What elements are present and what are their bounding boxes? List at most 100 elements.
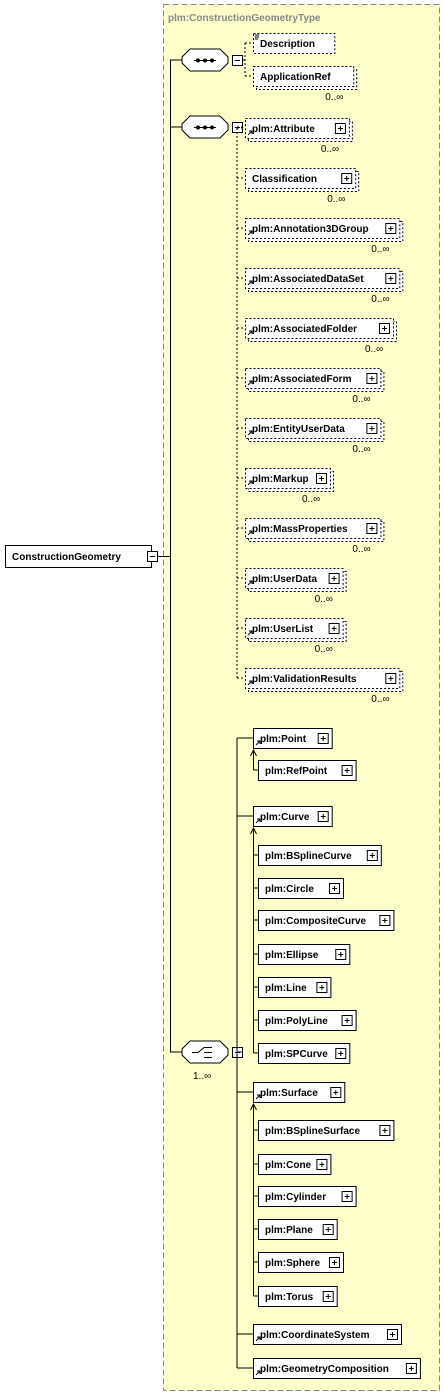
expand-icon[interactable]: [366, 423, 378, 434]
expand-icon[interactable]: [405, 1363, 417, 1374]
element-plm-coordinatesystem[interactable]: plm:CoordinateSystem: [253, 1324, 402, 1345]
expand-icon[interactable]: [322, 1224, 334, 1235]
element-box[interactable]: [258, 1154, 332, 1175]
element-box[interactable]: [253, 1324, 402, 1345]
expand-icon[interactable]: [366, 523, 378, 534]
element-box[interactable]: [245, 218, 401, 239]
element-box[interactable]: [253, 1082, 346, 1103]
expand-icon[interactable]: [341, 1191, 353, 1202]
element-box[interactable]: [258, 760, 357, 781]
expand-icon[interactable]: [317, 733, 329, 744]
element-box[interactable]: [258, 845, 382, 866]
sequence-compositor-icon[interactable]: [181, 115, 243, 139]
sequence-compositor-icon[interactable]: [181, 48, 243, 72]
element-box[interactable]: [258, 1120, 395, 1141]
element-plm-ellipse[interactable]: plm:Ellipse: [258, 944, 351, 965]
expand-icon[interactable]: [335, 949, 347, 960]
element-box[interactable]: [258, 1043, 351, 1064]
expand-icon[interactable]: [366, 373, 378, 384]
element-box[interactable]: [258, 944, 351, 965]
expand-icon[interactable]: [322, 1291, 334, 1302]
element-box[interactable]: [245, 468, 331, 489]
element-box[interactable]: [258, 878, 344, 899]
element-box[interactable]: [253, 728, 333, 749]
element-box[interactable]: [258, 1286, 338, 1307]
element-box[interactable]: [253, 806, 333, 827]
element-box[interactable]: [245, 268, 401, 289]
element-box[interactable]: [253, 33, 336, 54]
expand-icon[interactable]: [328, 573, 340, 584]
element-plm-line[interactable]: plm:Line: [258, 977, 332, 998]
element-plm-geometrycomposition[interactable]: plm:GeometryComposition: [253, 1358, 421, 1379]
element-box[interactable]: [258, 1219, 338, 1240]
expand-icon[interactable]: [316, 982, 328, 993]
element-box[interactable]: [258, 910, 395, 931]
element-plm-bsplinecurve[interactable]: plm:BSplineCurve: [258, 845, 382, 866]
element-plm-compositecurve[interactable]: plm:CompositeCurve: [258, 910, 395, 931]
expand-icon[interactable]: [330, 1087, 342, 1098]
expand-icon[interactable]: [379, 1125, 391, 1136]
element-box[interactable]: [253, 66, 355, 87]
element-box[interactable]: [258, 1186, 357, 1207]
expand-icon[interactable]: [385, 223, 397, 234]
element-plm-spcurve[interactable]: plm:SPCurve: [258, 1043, 351, 1064]
element-box[interactable]: [245, 618, 344, 639]
root-collapse-icon[interactable]: [147, 551, 158, 562]
element-description[interactable]: Description: [253, 33, 336, 54]
expand-icon[interactable]: [341, 1015, 353, 1026]
element-plm-point[interactable]: plm:Point: [253, 728, 333, 749]
expand-icon[interactable]: [379, 915, 391, 926]
element-plm-circle[interactable]: plm:Circle: [258, 878, 344, 899]
expand-icon[interactable]: [317, 811, 329, 822]
element-box[interactable]: [245, 668, 401, 689]
element-plm-surface[interactable]: plm:Surface: [253, 1082, 346, 1103]
element-plm-cone[interactable]: plm:Cone: [258, 1154, 332, 1175]
expand-icon[interactable]: [385, 273, 397, 284]
expand-icon[interactable]: [366, 850, 378, 861]
element-box[interactable]: [245, 168, 357, 189]
element-box[interactable]: [245, 418, 382, 439]
element-box[interactable]: [245, 568, 344, 589]
element-plm-polyline[interactable]: plm:PolyLine: [258, 1010, 357, 1031]
expand-icon[interactable]: [387, 1329, 398, 1340]
element-box[interactable]: [245, 318, 394, 339]
element-box[interactable]: [245, 518, 382, 539]
element-box[interactable]: [258, 1252, 344, 1273]
expand-icon[interactable]: [329, 1257, 340, 1268]
expand-icon[interactable]: [341, 173, 353, 184]
expand-icon[interactable]: [341, 765, 353, 776]
element-box[interactable]: [245, 368, 382, 389]
expand-icon[interactable]: [335, 1048, 347, 1059]
expand-icon[interactable]: [328, 623, 340, 634]
element-plm-refpoint[interactable]: plm:RefPoint: [258, 760, 357, 781]
element-plm-cylinder[interactable]: plm:Cylinder: [258, 1186, 357, 1207]
expand-icon[interactable]: [316, 473, 327, 484]
element-plm-plane[interactable]: plm:Plane: [258, 1219, 338, 1240]
element-plm-bsplinesurface[interactable]: plm:BSplineSurface: [258, 1120, 395, 1141]
element-box[interactable]: [253, 1358, 421, 1379]
element-plm-sphere[interactable]: plm:Sphere: [258, 1252, 344, 1273]
expand-icon[interactable]: [385, 673, 397, 684]
expand-icon[interactable]: [379, 323, 390, 334]
element-box[interactable]: [258, 1010, 357, 1031]
expand-icon[interactable]: [316, 1159, 328, 1170]
expand-icon[interactable]: [334, 123, 346, 134]
element-plm-torus[interactable]: plm:Torus: [258, 1286, 338, 1307]
element-box[interactable]: [258, 977, 332, 998]
expand-icon[interactable]: [329, 883, 340, 894]
element-plm-curve[interactable]: plm:Curve: [253, 806, 333, 827]
element-box[interactable]: [245, 118, 350, 139]
